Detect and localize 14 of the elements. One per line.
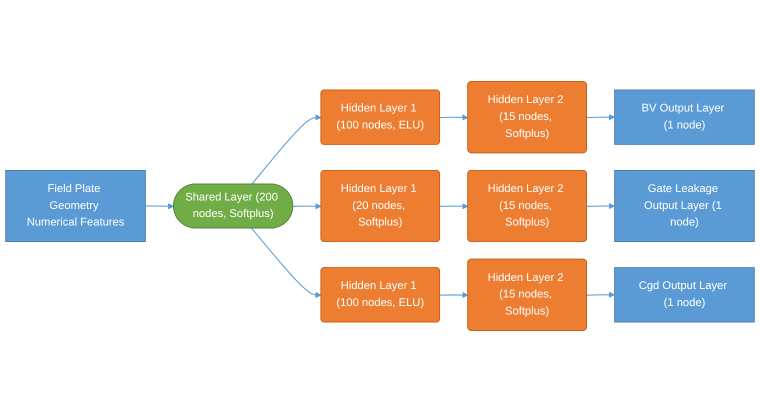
arrow xyxy=(440,292,468,298)
arrow xyxy=(586,292,615,298)
arrow xyxy=(251,228,322,298)
arrow xyxy=(440,114,468,120)
arrow xyxy=(145,203,174,210)
node-box: BV Output Layer (1 node) xyxy=(614,90,755,145)
arrow xyxy=(586,202,615,210)
node-box: Gate Leakage Output Layer (1 node) xyxy=(614,170,755,242)
arrow xyxy=(440,203,468,210)
node-box: Field Plate Geometry Numerical Features xyxy=(5,170,146,242)
node-box: Cgd Output Layer (1 node) xyxy=(614,267,755,322)
arrow xyxy=(586,114,615,120)
arrow xyxy=(251,114,322,185)
arrow xyxy=(293,203,322,210)
